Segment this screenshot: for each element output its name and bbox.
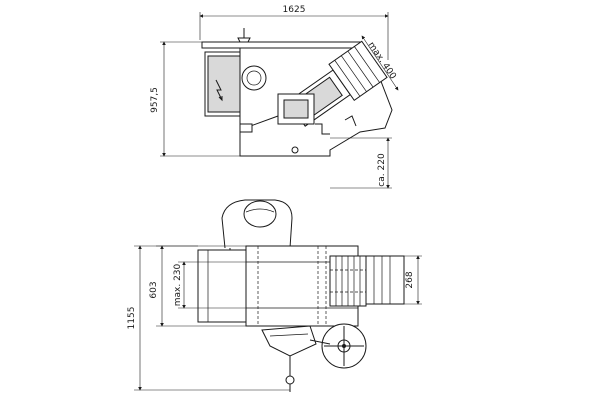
dim-label-infeed-width: 268 (405, 271, 415, 288)
top-clamp (237, 37, 251, 43)
handwheel (321, 323, 367, 369)
dim-clearance: ca. 220 (330, 137, 392, 189)
top-view: 1155 603 max. 230 268 (127, 199, 422, 392)
dim-table-depth: 603 (149, 245, 246, 327)
dim-label-overall-length: 1625 (283, 5, 306, 15)
dim-label-overall-width: 1155 (127, 307, 137, 330)
swing-arm (261, 325, 331, 392)
dim-label-max-cut: max. 230 (173, 263, 183, 306)
dim-infeed-width: 268 (404, 255, 422, 305)
left-table-extension (197, 249, 247, 323)
electrical-hazard-icon (215, 79, 223, 102)
round-cover (241, 65, 267, 91)
top-table-plate (201, 41, 361, 49)
dim-label-overall-height: 957,5 (150, 87, 160, 113)
dim-max-cut: max. 230 (173, 261, 246, 309)
dim-label-clearance: ca. 220 (377, 153, 387, 187)
dim-overall-height: 957,5 (150, 41, 240, 157)
motor-housing-panel (207, 55, 241, 113)
side-view: 1625 957,5 max. 400 ca. 220 (150, 5, 399, 189)
roller-assembly (329, 255, 367, 307)
dim-label-table-depth: 603 (149, 281, 159, 298)
operator-figure (221, 199, 293, 263)
right-feed-extension (365, 255, 405, 305)
